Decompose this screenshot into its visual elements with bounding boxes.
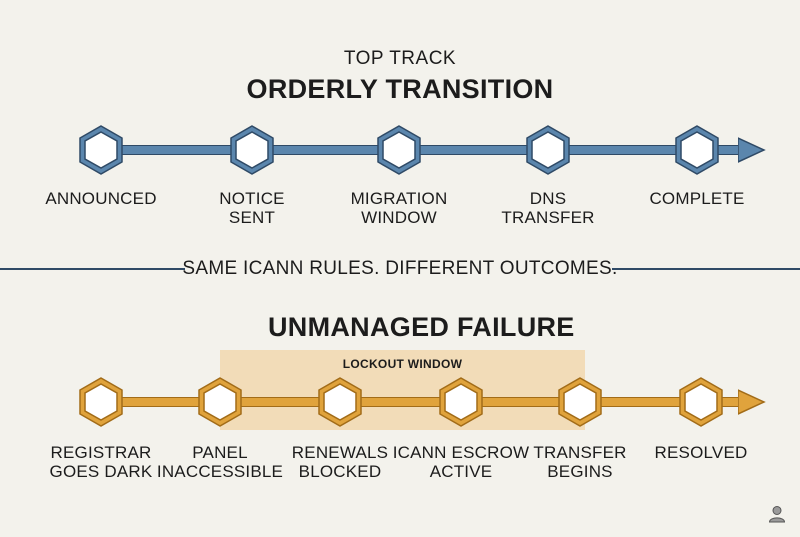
top-step-label-1: ANNOUNCED xyxy=(45,189,157,208)
top-track-arrowhead xyxy=(738,137,766,163)
top-step-label-3: MIGRATION WINDOW xyxy=(350,189,448,227)
bottom-step-label-4: ICANN ESCROW ACTIVE xyxy=(392,443,530,481)
lockout-window-label: LOCKOUT WINDOW xyxy=(342,357,463,371)
bottom-node-1 xyxy=(79,377,123,427)
top-track-line xyxy=(102,145,742,155)
top-track-title: ORDERLY TRANSITION xyxy=(246,74,554,104)
divider-caption: SAME ICANN RULES. DIFFERENT OUTCOMES. xyxy=(182,258,618,279)
bottom-step-label-3: RENEWALS BLOCKED xyxy=(291,443,389,481)
top-node-3 xyxy=(377,125,421,175)
bottom-step-label-1: REGISTRAR GOES DARK xyxy=(49,443,153,481)
bottom-node-6 xyxy=(679,377,723,427)
bottom-step-label-2: PANEL INACCESSIBLE xyxy=(156,443,284,481)
user-icon xyxy=(768,506,786,523)
top-node-2 xyxy=(230,125,274,175)
top-step-label-4: DNS TRANSFER xyxy=(501,189,595,227)
top-node-5 xyxy=(675,125,719,175)
bottom-track-title: UNMANAGED FAILURE xyxy=(268,312,575,342)
bottom-track-arrowhead xyxy=(738,389,766,415)
divider-line-left xyxy=(0,268,185,270)
lockout-window-highlight xyxy=(220,350,585,430)
bottom-node-5 xyxy=(558,377,602,427)
top-step-label-2: NOTICE SENT xyxy=(219,189,285,227)
top-node-1 xyxy=(79,125,123,175)
bottom-step-label-6: RESOLVED xyxy=(654,443,748,462)
top-step-label-5: COMPLETE xyxy=(649,189,745,208)
bottom-node-3 xyxy=(318,377,362,427)
top-track-subtitle: TOP TRACK xyxy=(343,48,457,69)
bottom-track-line xyxy=(102,397,742,407)
bottom-step-label-5: TRANSFER BEGINS xyxy=(533,443,627,481)
bottom-node-4 xyxy=(439,377,483,427)
bottom-node-2 xyxy=(198,377,242,427)
divider-line-right xyxy=(612,268,800,270)
top-node-4 xyxy=(526,125,570,175)
